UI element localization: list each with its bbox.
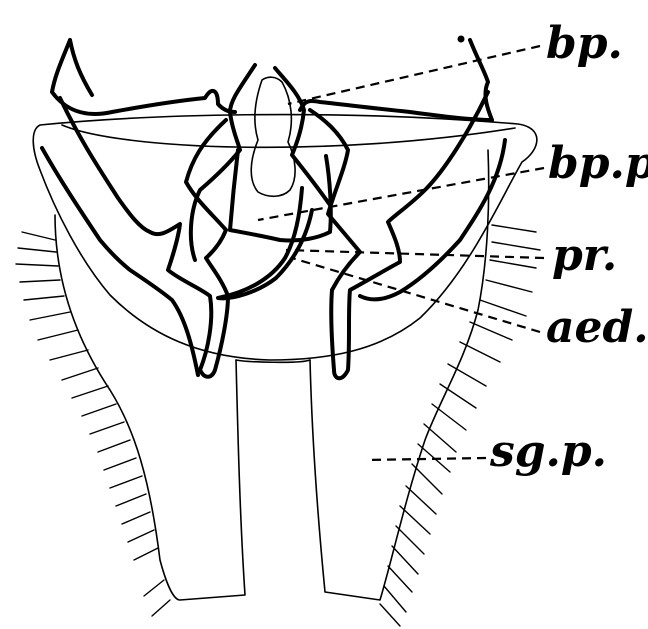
leader-sgp xyxy=(366,458,486,460)
paramere-left xyxy=(52,40,235,114)
marker-dot xyxy=(458,36,465,43)
basal-plate xyxy=(191,65,330,260)
label-bp: bp. xyxy=(546,18,623,69)
leader-pr xyxy=(286,250,544,258)
paramere-left-arm xyxy=(60,98,228,377)
label-pr: pr. xyxy=(552,230,617,281)
paramere-left-inner xyxy=(42,148,198,375)
paramere-right xyxy=(300,40,492,120)
label-aed: aed. xyxy=(546,302,648,353)
label-sgp: sg.p. xyxy=(489,426,607,477)
label-bpp: bp.p. xyxy=(548,138,648,189)
basal-plate-inner xyxy=(251,77,295,196)
leader-bp xyxy=(288,46,540,104)
bristles-left xyxy=(16,232,170,616)
